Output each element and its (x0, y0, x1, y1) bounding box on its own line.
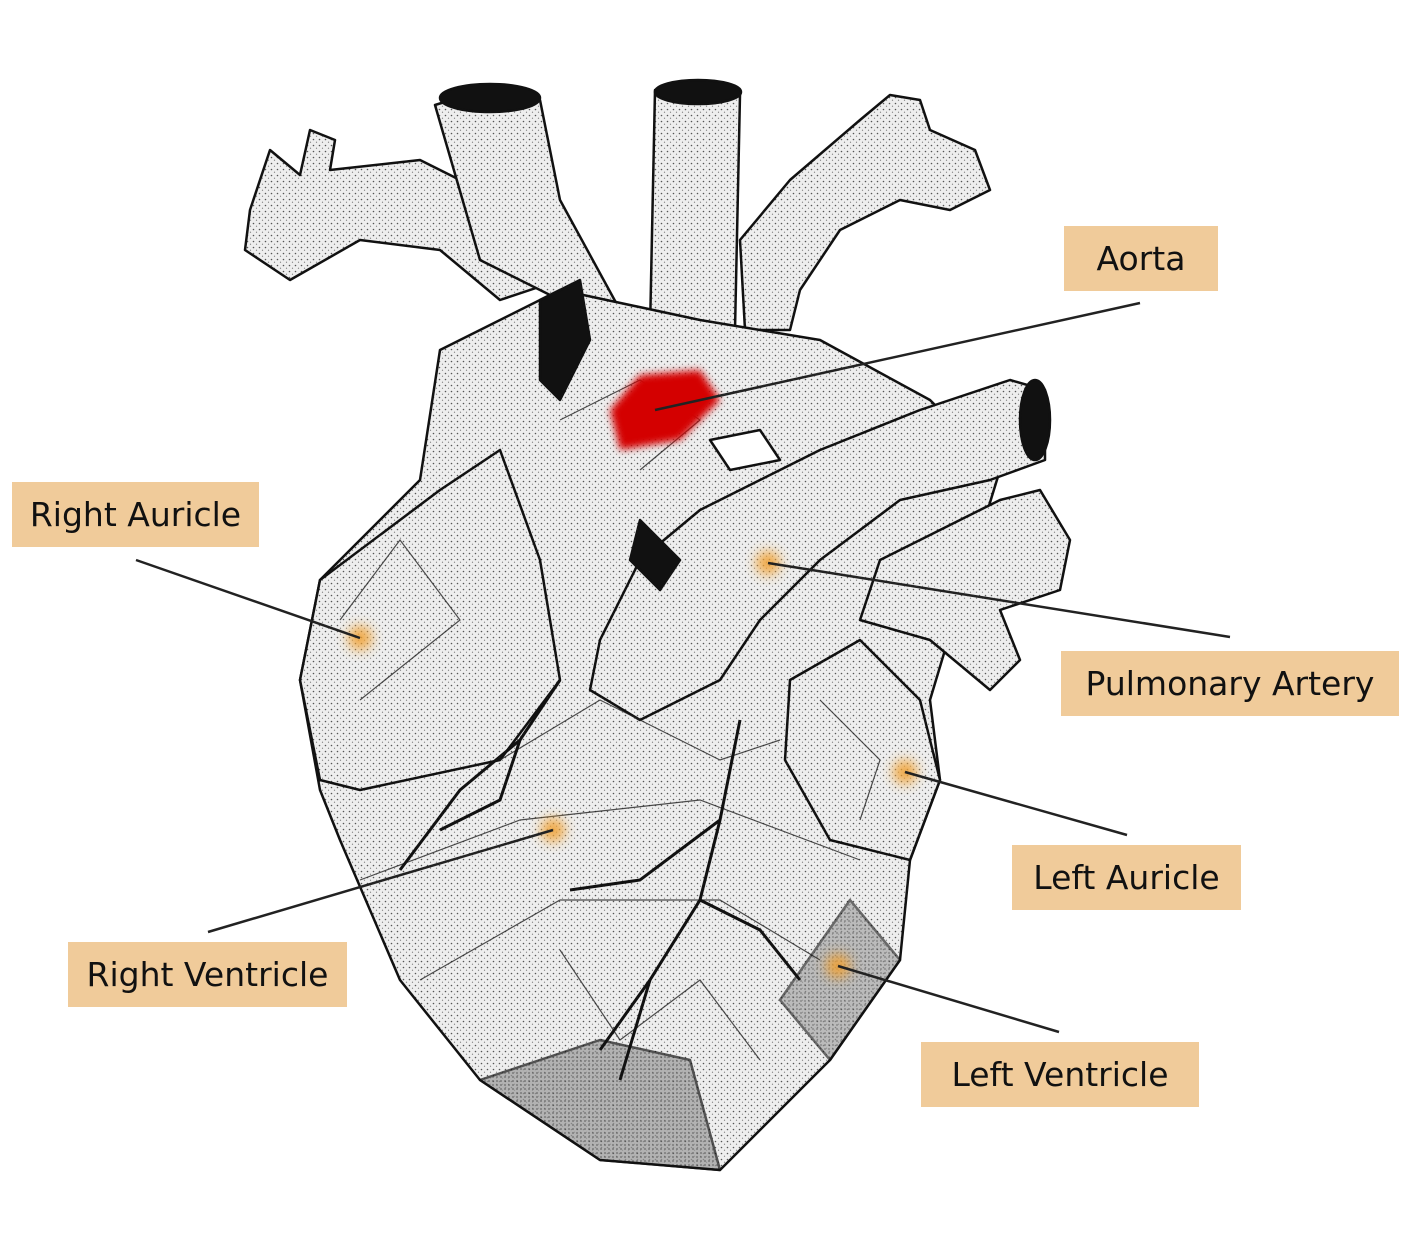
label-aorta: Aorta (1064, 226, 1218, 291)
leader-aorta (654, 301, 1141, 412)
vessel-right (738, 93, 992, 332)
label-right-ventricle: Right Ventricle (68, 942, 347, 1007)
leader-right-auricle (135, 558, 361, 640)
label-left-ventricle: Left Ventricle (921, 1042, 1199, 1107)
label-right-auricle: Right Auricle (12, 482, 259, 547)
leader-pulmonary-artery (767, 561, 1231, 639)
left-auricle-shape (783, 638, 942, 862)
pulmonary-branches (858, 488, 1072, 692)
leader-left-ventricle (837, 964, 1060, 1034)
right-auricle-shape (298, 448, 562, 792)
leader-left-auricle (904, 770, 1128, 837)
vena-cava (433, 83, 622, 312)
aorta-highlight (610, 370, 720, 450)
leader-right-ventricle (207, 828, 554, 934)
label-left-auricle: Left Auricle (1012, 845, 1241, 910)
label-pulmonary-artery: Pulmonary Artery (1061, 651, 1399, 716)
pulmonary-arch (588, 378, 1047, 722)
aorta-trunk (648, 88, 742, 332)
